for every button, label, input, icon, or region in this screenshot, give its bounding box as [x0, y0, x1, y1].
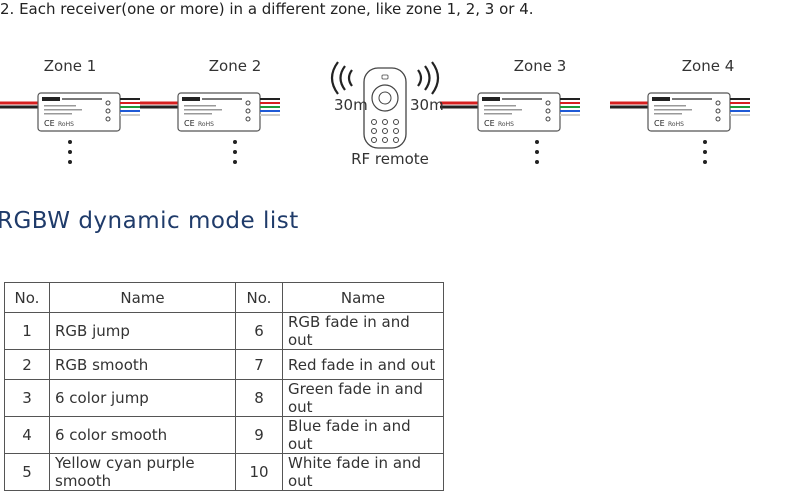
cell-no: 6 [235, 312, 283, 350]
table-row: 5 Yellow cyan purple smooth 10 White fad… [4, 453, 444, 491]
cell-no: 5 [4, 453, 50, 491]
ce-mark: CE [484, 119, 495, 128]
table-header-row: No. Name No. Name [4, 282, 444, 313]
table-row: 2 RGB smooth 7 Red fade in and out [4, 349, 444, 380]
more-receivers-dots-2 [230, 140, 240, 170]
receiver-device-zone-2: CE RoHS [140, 92, 280, 132]
section-title: RGBW dynamic mode list [0, 208, 299, 234]
rohs-mark: RoHS [198, 121, 214, 128]
range-right-label: 30m [410, 96, 444, 114]
range-left-label: 30m [334, 96, 368, 114]
cell-no: 8 [235, 379, 283, 417]
table-row: 4 6 color smooth 9 Blue fade in and out [4, 416, 444, 454]
zone-label-3: Zone 3 [513, 57, 567, 75]
cell-name: Blue fade in and out [282, 416, 444, 454]
cell-no: 7 [235, 349, 283, 380]
cell-no: 9 [235, 416, 283, 454]
cell-no: 2 [4, 349, 50, 380]
cell-name: RGB smooth [49, 349, 236, 380]
more-receivers-dots-1 [65, 140, 75, 170]
cell-no: 3 [4, 379, 50, 417]
intro-text: 2. Each receiver(one or more) in a diffe… [0, 0, 534, 18]
receiver-device-zone-3: CE RoHS [440, 92, 580, 132]
rf-remote-icon [330, 61, 440, 149]
receiver-device-zone-4: CE RoHS [610, 92, 750, 132]
header-no-1: No. [4, 282, 50, 313]
cell-name: Red fade in and out [282, 349, 444, 380]
table-row: 3 6 color jump 8 Green fade in and out [4, 379, 444, 417]
cell-name: Green fade in and out [282, 379, 444, 417]
cell-no: 1 [4, 312, 50, 350]
rohs-mark: RoHS [58, 121, 74, 128]
zone-label-2: Zone 2 [208, 57, 262, 75]
table-row: 1 RGB jump 6 RGB fade in and out [4, 312, 444, 350]
zone-label-1: Zone 1 [43, 57, 97, 75]
cell-name: Yellow cyan purple smooth [49, 453, 236, 491]
rohs-mark: RoHS [668, 121, 684, 128]
header-no-2: No. [235, 282, 283, 313]
rf-remote-caption: RF remote [351, 150, 429, 168]
cell-no: 4 [4, 416, 50, 454]
cell-name: 6 color jump [49, 379, 236, 417]
more-receivers-dots-3 [532, 140, 542, 170]
ce-mark: CE [184, 119, 195, 128]
rohs-mark: RoHS [498, 121, 514, 128]
cell-name: RGB fade in and out [282, 312, 444, 350]
header-name-1: Name [49, 282, 236, 313]
zone-label-4: Zone 4 [681, 57, 735, 75]
cell-name: RGB jump [49, 312, 236, 350]
receiver-device-zone-1: CE RoHS [0, 92, 140, 132]
cell-name: 6 color smooth [49, 416, 236, 454]
ce-mark: CE [654, 119, 665, 128]
more-receivers-dots-4 [700, 140, 710, 170]
cell-no: 10 [235, 453, 283, 491]
ce-mark: CE [44, 119, 55, 128]
header-name-2: Name [282, 282, 444, 313]
cell-name: White fade in and out [282, 453, 444, 491]
dynamic-mode-table: No. Name No. Name 1 RGB jump 6 RGB fade … [4, 282, 444, 491]
